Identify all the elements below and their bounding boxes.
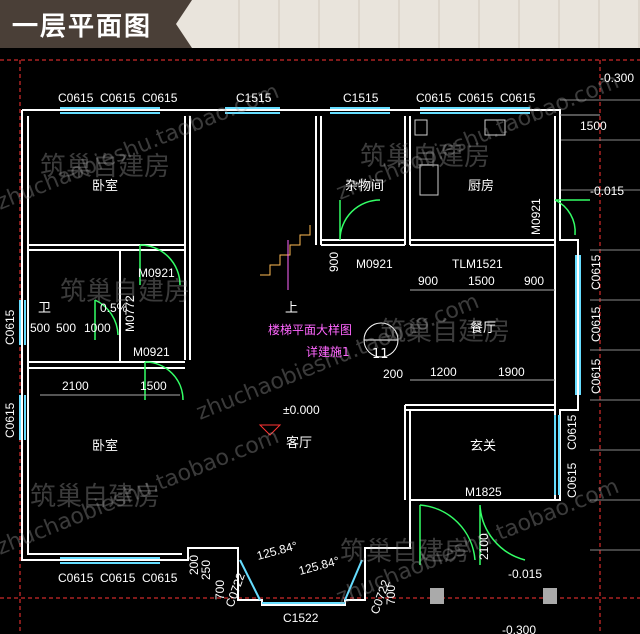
window-bottom-1: C0615 [58,571,94,585]
watermark-cn-3: 筑巢自建房 [60,277,190,307]
stair-ref-label: 详建施1 [306,344,350,359]
dim-700: 700 [213,580,227,600]
pier-right [543,588,557,604]
dim-200-b: 200 [187,555,201,575]
room-kitchen: 厨房 [468,178,494,194]
dim-1000: 1000 [84,321,111,335]
dimension-lines [40,114,600,396]
window-top-mid-1: C1515 [236,91,272,105]
window-top-right-1: C0615 [416,91,452,105]
window-left-2: C0615 [3,402,17,438]
level-marker [258,424,282,436]
room-bedroom-bottom: 卧室 [92,438,118,454]
dim-2100: 2100 [62,379,89,393]
pier-left [430,588,444,604]
watermark-cn-6: 筑巢自建房 [340,537,470,567]
room-bedroom-top: 卧室 [92,178,118,194]
dim-1500-bed: 1500 [140,379,167,393]
room-living: 客厅 [286,435,312,451]
watermark-cn-1: 筑巢自建房 [40,152,170,182]
level-top-right: -0.300 [600,71,634,85]
dim-2100-porch: 2100 [477,533,491,560]
dim-200: 200 [383,367,403,381]
level-bottom: -0.300 [502,623,536,634]
window-right-3: C0615 [589,358,603,394]
stair-up-label: 上 [285,301,298,316]
door-m1825: M1825 [465,485,502,499]
watermark-cn-5: 筑巢自建房 [30,482,160,512]
dim-angle-2: 125.84° [297,554,341,578]
dim-700-b: 700 [384,585,398,605]
kitchen-fixtures [414,119,506,196]
stair-steps [260,225,311,290]
level-living: ±0.000 [283,403,320,417]
window-right-5: C0615 [565,462,579,498]
dim-1900: 1900 [498,365,525,379]
door-swings [94,199,590,565]
banner-tab [0,0,192,48]
window-top-right-3: C0615 [500,91,536,105]
window-top-left-1: C0615 [58,91,94,105]
level-porch: -0.015 [508,567,542,581]
window-right-4: C0615 [565,414,579,450]
window-left-1: C0615 [3,309,17,345]
slope-label: 0.5% [100,301,128,315]
window-top-left-3: C0615 [142,91,178,105]
exterior-steps [560,99,640,551]
dim-1500-b: 1500 [468,274,495,288]
window-bottom-2: C0615 [100,571,136,585]
stair-detail-label: 楼梯平面大样图 [268,322,352,337]
outer-dashed-lines [0,59,640,634]
stair-detail-number: 11 [372,347,389,362]
dim-250: 250 [199,560,213,580]
level-right: -0.015 [590,184,624,198]
dim-1200: 1200 [430,365,457,379]
window-bottom-3: C0615 [142,571,178,585]
walls [21,109,579,606]
room-dining: 餐厅 [470,320,496,336]
door-tlm1521: TLM1521 [452,257,503,271]
watermark-cn-4: 筑巢自建房 [380,317,510,347]
room-bath: 卫 [38,301,51,316]
door-m0921-kitchen: M0921 [529,198,543,235]
dim-1500-right: 1500 [580,119,607,133]
header-banner: 一层平面图 [0,0,640,48]
page-title: 一层平面图 [12,12,153,42]
door-m0921-bedroom: M0921 [138,266,175,280]
window-right-1: C0615 [589,254,603,290]
dim-angle-1: 125.84° [255,539,299,563]
door-m0772: M0772 [123,295,137,332]
window-marks [19,107,581,604]
dim-500-b: 500 [56,321,76,335]
dim-500-a: 500 [30,321,50,335]
floor-plan: 筑巢自建房 zhuchaobieshu.taobao.com 筑巢自建房 zhu… [0,59,640,634]
room-storage: 杂物间 [345,179,384,194]
window-top-right-2: C0615 [458,91,494,105]
window-top-mid-2: C1515 [343,91,379,105]
dim-900-a: 900 [418,274,438,288]
dim-900-c: 900 [524,274,544,288]
room-entrance: 玄关 [470,439,496,454]
dim-900-stair: 900 [327,252,341,272]
window-right-2: C0615 [589,306,603,342]
door-m0921-storage: M0921 [356,257,393,271]
window-bottom-bay: C1522 [283,611,319,625]
watermark-cn-2: 筑巢自建房 [360,142,490,172]
banner-pattern [200,0,640,48]
window-top-left-2: C0615 [100,91,136,105]
door-m0921-bath: M0921 [133,345,170,359]
